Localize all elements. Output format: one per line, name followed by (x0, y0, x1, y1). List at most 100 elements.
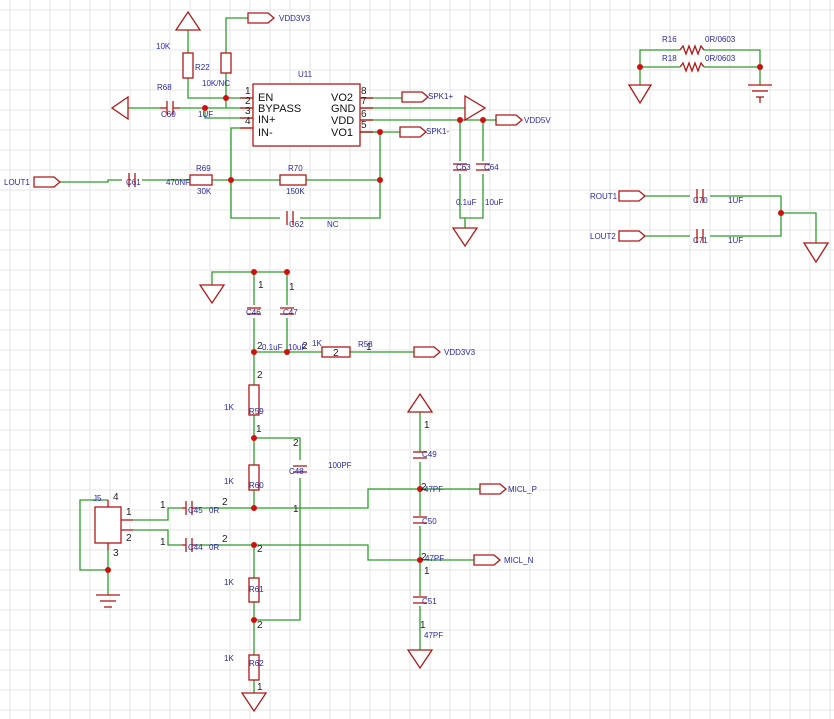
r58-pin2: 2 (333, 348, 339, 359)
j5-pin4: 4 (113, 492, 119, 503)
c61-ref: C61 (126, 178, 141, 187)
ground-triangle-icon (240, 692, 268, 713)
resistor-r18[interactable] (679, 61, 705, 73)
c46-value: 0.1uF (262, 343, 283, 352)
ic-u11[interactable] (240, 83, 373, 147)
capacitor-c46[interactable] (247, 307, 261, 315)
r68-ref: R68 (157, 83, 172, 92)
connector-j5[interactable] (94, 500, 133, 550)
net-micl-n: MICL_N (504, 556, 534, 565)
capacitor-c50[interactable] (413, 516, 427, 524)
capacitor-c47[interactable] (280, 307, 294, 315)
capacitor-c45[interactable] (182, 501, 196, 515)
capacitor-c71[interactable] (696, 229, 704, 243)
c64-value: 10uF (485, 198, 503, 207)
resistor-r58[interactable] (321, 346, 351, 358)
r61-ref: R61 (249, 585, 264, 594)
resistor-r61[interactable] (248, 577, 260, 603)
r69-value: 30K (197, 187, 212, 196)
junctions (105, 64, 784, 623)
r58-ref: R58 (358, 340, 373, 349)
capacitors (128, 101, 704, 604)
ground-triangle-icon (198, 284, 226, 305)
u11-pin-name: BYPASS (258, 103, 301, 115)
r16-ref: R16 (662, 35, 677, 44)
u11-pin-num: 1 (245, 86, 251, 97)
j5-pin1: 1 (126, 507, 132, 518)
net-flag-icon (33, 176, 62, 188)
c51-pin2: 2 (421, 552, 427, 563)
supply-triangle-icon (174, 10, 202, 31)
ground-triangle-icon (802, 242, 830, 264)
capacitor-c63[interactable] (453, 163, 467, 171)
capacitor-c60[interactable] (160, 101, 180, 115)
c51-ref: C51 (422, 597, 437, 606)
resistor-r69[interactable] (189, 174, 213, 186)
c70-value: 1UF (728, 196, 743, 205)
ground-bars-icon (96, 594, 120, 608)
u11-pin-name: EN (258, 92, 273, 104)
c46-ref: C46 (246, 308, 261, 317)
net-spk-minus: SPK1- (426, 127, 449, 136)
c49-pin1: 1 (424, 420, 430, 431)
net-flag-icon (473, 554, 502, 566)
r58-pin1: 1 (366, 342, 372, 353)
ground-triangle-icon (406, 649, 434, 670)
resistor-r16[interactable] (679, 44, 705, 56)
r59-pin1: 1 (256, 424, 262, 435)
capacitor-c44[interactable] (182, 538, 196, 552)
capacitor-c62[interactable] (286, 211, 294, 225)
resistor-r62[interactable] (248, 654, 260, 681)
connector-j5-body (94, 506, 122, 544)
capacitor-c51[interactable] (413, 596, 427, 604)
c45-value: 0R (209, 506, 219, 515)
capacitor-c49[interactable] (413, 451, 427, 459)
resistor-r60[interactable] (248, 464, 260, 491)
c70-ref: C70 (693, 196, 708, 205)
wires (60, 17, 817, 693)
labels: U11 1 2 3 4 EN BYPASS IN+ IN- 8 7 6 5 VO… (4, 14, 743, 693)
r62-ref: R62 (249, 659, 264, 668)
r61-value: 1K (224, 578, 234, 587)
r59-ref: R59 (249, 407, 264, 416)
c49-ref: C49 (422, 450, 437, 459)
c51-value: 47PF (425, 554, 444, 563)
c62-ref: C62 (289, 220, 304, 229)
c45-ref: C45 (188, 506, 203, 515)
u11-pin-name: VO2 (331, 92, 353, 104)
resistor-r-nc[interactable] (220, 52, 232, 74)
c47-ref: C47 (283, 308, 298, 317)
r22-ref: R22 (195, 63, 210, 72)
c61-value: 470NF (166, 178, 190, 187)
u11-pin-num: 8 (361, 86, 367, 97)
c52-pin1: 1 (420, 620, 426, 631)
c46-pin2: 2 (257, 341, 263, 352)
r60-value: 1K (224, 477, 234, 486)
r70-ref: R70 (288, 164, 303, 173)
resistor-r59[interactable] (248, 384, 260, 416)
c48-pin2: 2 (293, 438, 299, 449)
capacitor-c70[interactable] (696, 189, 704, 203)
ground-triangle-icon (627, 84, 653, 105)
net-flag-icon (618, 230, 647, 242)
c47-value: 10uF (288, 343, 306, 352)
u11-pin-num: 7 (361, 96, 367, 107)
u11-ref: U11 (298, 70, 313, 79)
capacitor-c48[interactable] (293, 465, 307, 473)
c71-ref: C71 (693, 236, 708, 245)
resistor-r70[interactable] (279, 174, 307, 186)
c62-value: NC (327, 220, 339, 229)
r61-pin2: 2 (257, 544, 263, 555)
r70-value: 150K (286, 187, 305, 196)
net-vdd3v3-top: VDD3V3 (279, 14, 311, 23)
j5-ref: J5 (93, 494, 102, 503)
resistor-r22[interactable] (182, 52, 194, 79)
supply-triangle-icon (464, 94, 487, 122)
supply-triangle-icon (406, 392, 434, 413)
capacitor-c61[interactable] (128, 173, 136, 187)
u11-pin-name: IN+ (258, 114, 275, 126)
u11-pin-name: VDD (331, 115, 354, 127)
net-spk-plus: SPK1+ (428, 92, 453, 101)
capacitor-c64[interactable] (476, 163, 490, 171)
